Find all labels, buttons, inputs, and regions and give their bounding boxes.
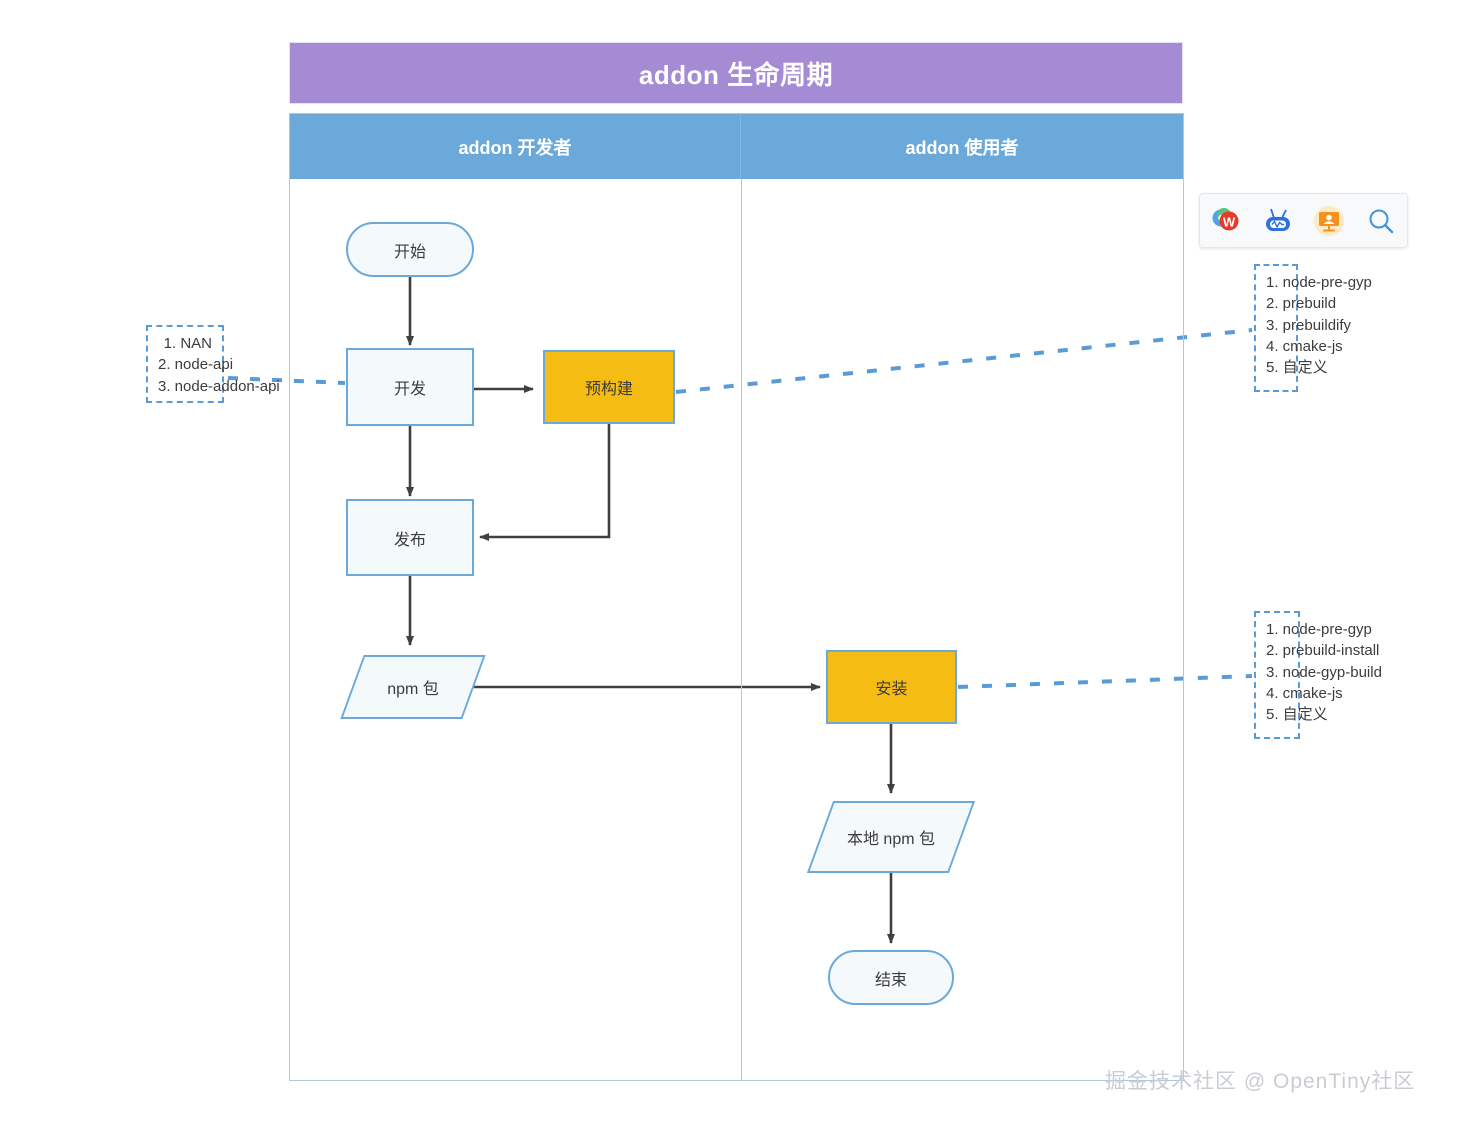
annotation-line: 5. 自定义 <box>1266 706 1328 724</box>
annotation-line: 2. node-api <box>158 356 234 374</box>
node-publish-label: 发布 <box>393 531 426 549</box>
annotation-line: 5. 自定义 <box>1266 359 1328 377</box>
lane-header-developer: addon 开发者 <box>290 114 741 179</box>
annotation-prebuild-tools: 1. node-pre-gyp 2. prebuild 3. prebuildi… <box>1254 264 1372 392</box>
node-develop[interactable]: 开发 <box>346 348 474 426</box>
lane-header-consumer: addon 使用者 <box>741 114 1183 179</box>
annotation-line: 1. NAN <box>163 335 212 352</box>
lane-divider <box>741 179 742 1081</box>
svg-text:W: W <box>1223 214 1236 229</box>
leader-develop-annotation <box>227 376 346 385</box>
leader-install-annotation <box>957 674 1253 689</box>
annotation-install-tools: 1. node-pre-gyp 2. prebuild-install 3. n… <box>1254 611 1382 739</box>
watermark: 掘金技术社区 @ OpenTiny社区 <box>1105 1070 1416 1093</box>
node-install[interactable]: 安装 <box>826 650 957 724</box>
edge-prebuild-to-publish <box>479 424 611 541</box>
leader-prebuild-annotation <box>675 328 1253 394</box>
lane-header-row: addon 开发者 addon 使用者 <box>290 114 1183 179</box>
annotation-line: 3. node-addon-api <box>158 377 280 395</box>
node-start-label: 开始 <box>393 243 426 261</box>
node-end[interactable]: 结束 <box>828 950 954 1005</box>
annotation-line: 2. prebuild-install <box>1266 642 1380 660</box>
diagram-title: addon 生命周期 <box>289 42 1183 104</box>
node-npm-package-label: npm 包 <box>387 681 439 698</box>
annotation-line: 3. prebuildify <box>1266 316 1352 334</box>
node-prebuild[interactable]: 预构建 <box>543 350 675 424</box>
node-prebuild-label: 预构建 <box>584 381 633 398</box>
wps-office-icon[interactable]: W <box>1206 201 1246 241</box>
search-icon[interactable] <box>1361 201 1401 241</box>
annotation-line: 1. node-pre-gyp <box>1266 621 1372 638</box>
node-install-label: 安装 <box>875 681 908 698</box>
node-local-npm-package[interactable]: 本地 npm 包 <box>806 801 976 873</box>
annotation-line: 4. cmake-js <box>1266 684 1343 702</box>
annotation-develop-tools: 1. NAN 2. node-api 3. node-addon-api <box>146 325 280 403</box>
presentation-icon[interactable] <box>1309 201 1349 241</box>
annotation-line: 1. node-pre-gyp <box>1266 274 1372 291</box>
floating-toolbar[interactable]: W <box>1199 193 1408 248</box>
swimlane-container: addon 开发者 addon 使用者 <box>289 113 1184 1081</box>
node-develop-label: 开发 <box>393 381 426 398</box>
annotation-line: 2. prebuild <box>1266 295 1337 313</box>
screen-recorder-icon[interactable] <box>1258 201 1298 241</box>
node-local-npm-package-label: 本地 npm 包 <box>846 831 936 848</box>
node-start[interactable]: 开始 <box>346 222 474 277</box>
node-publish[interactable]: 发布 <box>346 499 474 576</box>
annotation-line: 3. node-gyp-build <box>1266 663 1382 681</box>
node-npm-package[interactable]: npm 包 <box>340 655 486 719</box>
annotation-line: 4. cmake-js <box>1266 337 1343 355</box>
node-end-label: 结束 <box>874 971 907 989</box>
